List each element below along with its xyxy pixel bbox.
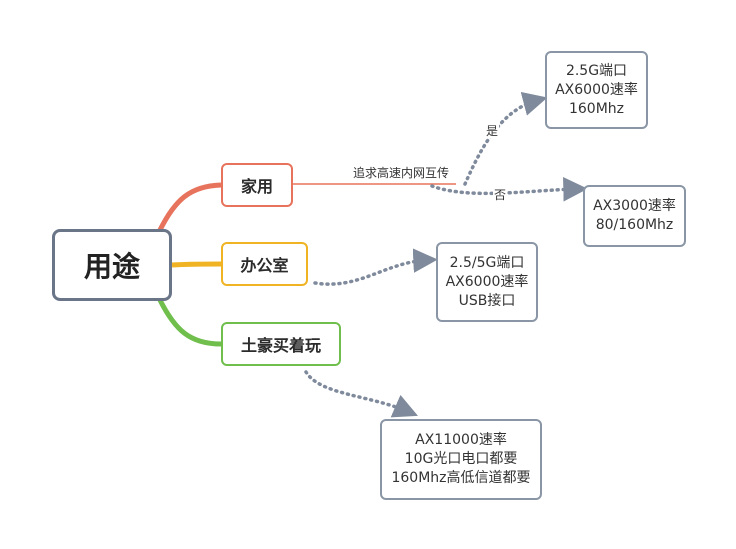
leaf-node-office[interactable]: 2.5/5G端口 AX6000速率 USB接口: [436, 242, 538, 322]
home-yes-link: [463, 91, 548, 186]
home-no-link: [430, 177, 588, 202]
leaf-line: 2.5/5G端口: [449, 254, 525, 271]
root-to-home-link: [157, 182, 222, 232]
leaf-line: AX3000速率: [593, 198, 676, 214]
branch-node-home[interactable]: 家用: [221, 163, 293, 207]
office-link: [313, 248, 438, 286]
branch-node-office[interactable]: 办公室: [221, 242, 308, 286]
leaf-line: 80/160Mhz: [595, 217, 674, 233]
leaf-line: USB接口: [458, 292, 516, 309]
leaf-line: AX11000速率: [415, 432, 507, 448]
leaf-node-rich[interactable]: AX11000速率 10G光口电口都要 160Mhz高低信道都要: [380, 419, 542, 500]
rich-link: [304, 370, 418, 418]
root-node[interactable]: 用途: [52, 229, 172, 301]
root-to-office-link: [171, 261, 222, 268]
edge-label-home-main: 追求高速内网互传: [352, 166, 451, 180]
leaf-line: 10G光口电口都要: [404, 451, 518, 467]
leaf-line: 160Mhz: [568, 100, 625, 117]
root-to-rich-link: [157, 298, 222, 347]
leaf-node-home-no[interactable]: AX3000速率 80/160Mhz: [583, 185, 686, 247]
leaf-line: AX6000速率: [445, 273, 529, 290]
edge-label-no: 否: [493, 188, 508, 202]
leaf-line: 2.5G端口: [565, 62, 628, 79]
leaf-node-home-yes[interactable]: 2.5G端口 AX6000速率 160Mhz: [545, 51, 648, 129]
branch-label: 办公室: [240, 256, 289, 275]
edge-label-yes: 是: [485, 124, 500, 138]
branch-label: 家用: [240, 177, 273, 196]
branch-node-rich[interactable]: 土豪买着玩: [221, 322, 341, 366]
leaf-line: AX6000速率: [555, 81, 638, 98]
leaf-line: 160Mhz高低信道都要: [391, 470, 531, 486]
root-label: 用途: [83, 250, 140, 283]
branch-label: 土豪买着玩: [240, 336, 321, 355]
